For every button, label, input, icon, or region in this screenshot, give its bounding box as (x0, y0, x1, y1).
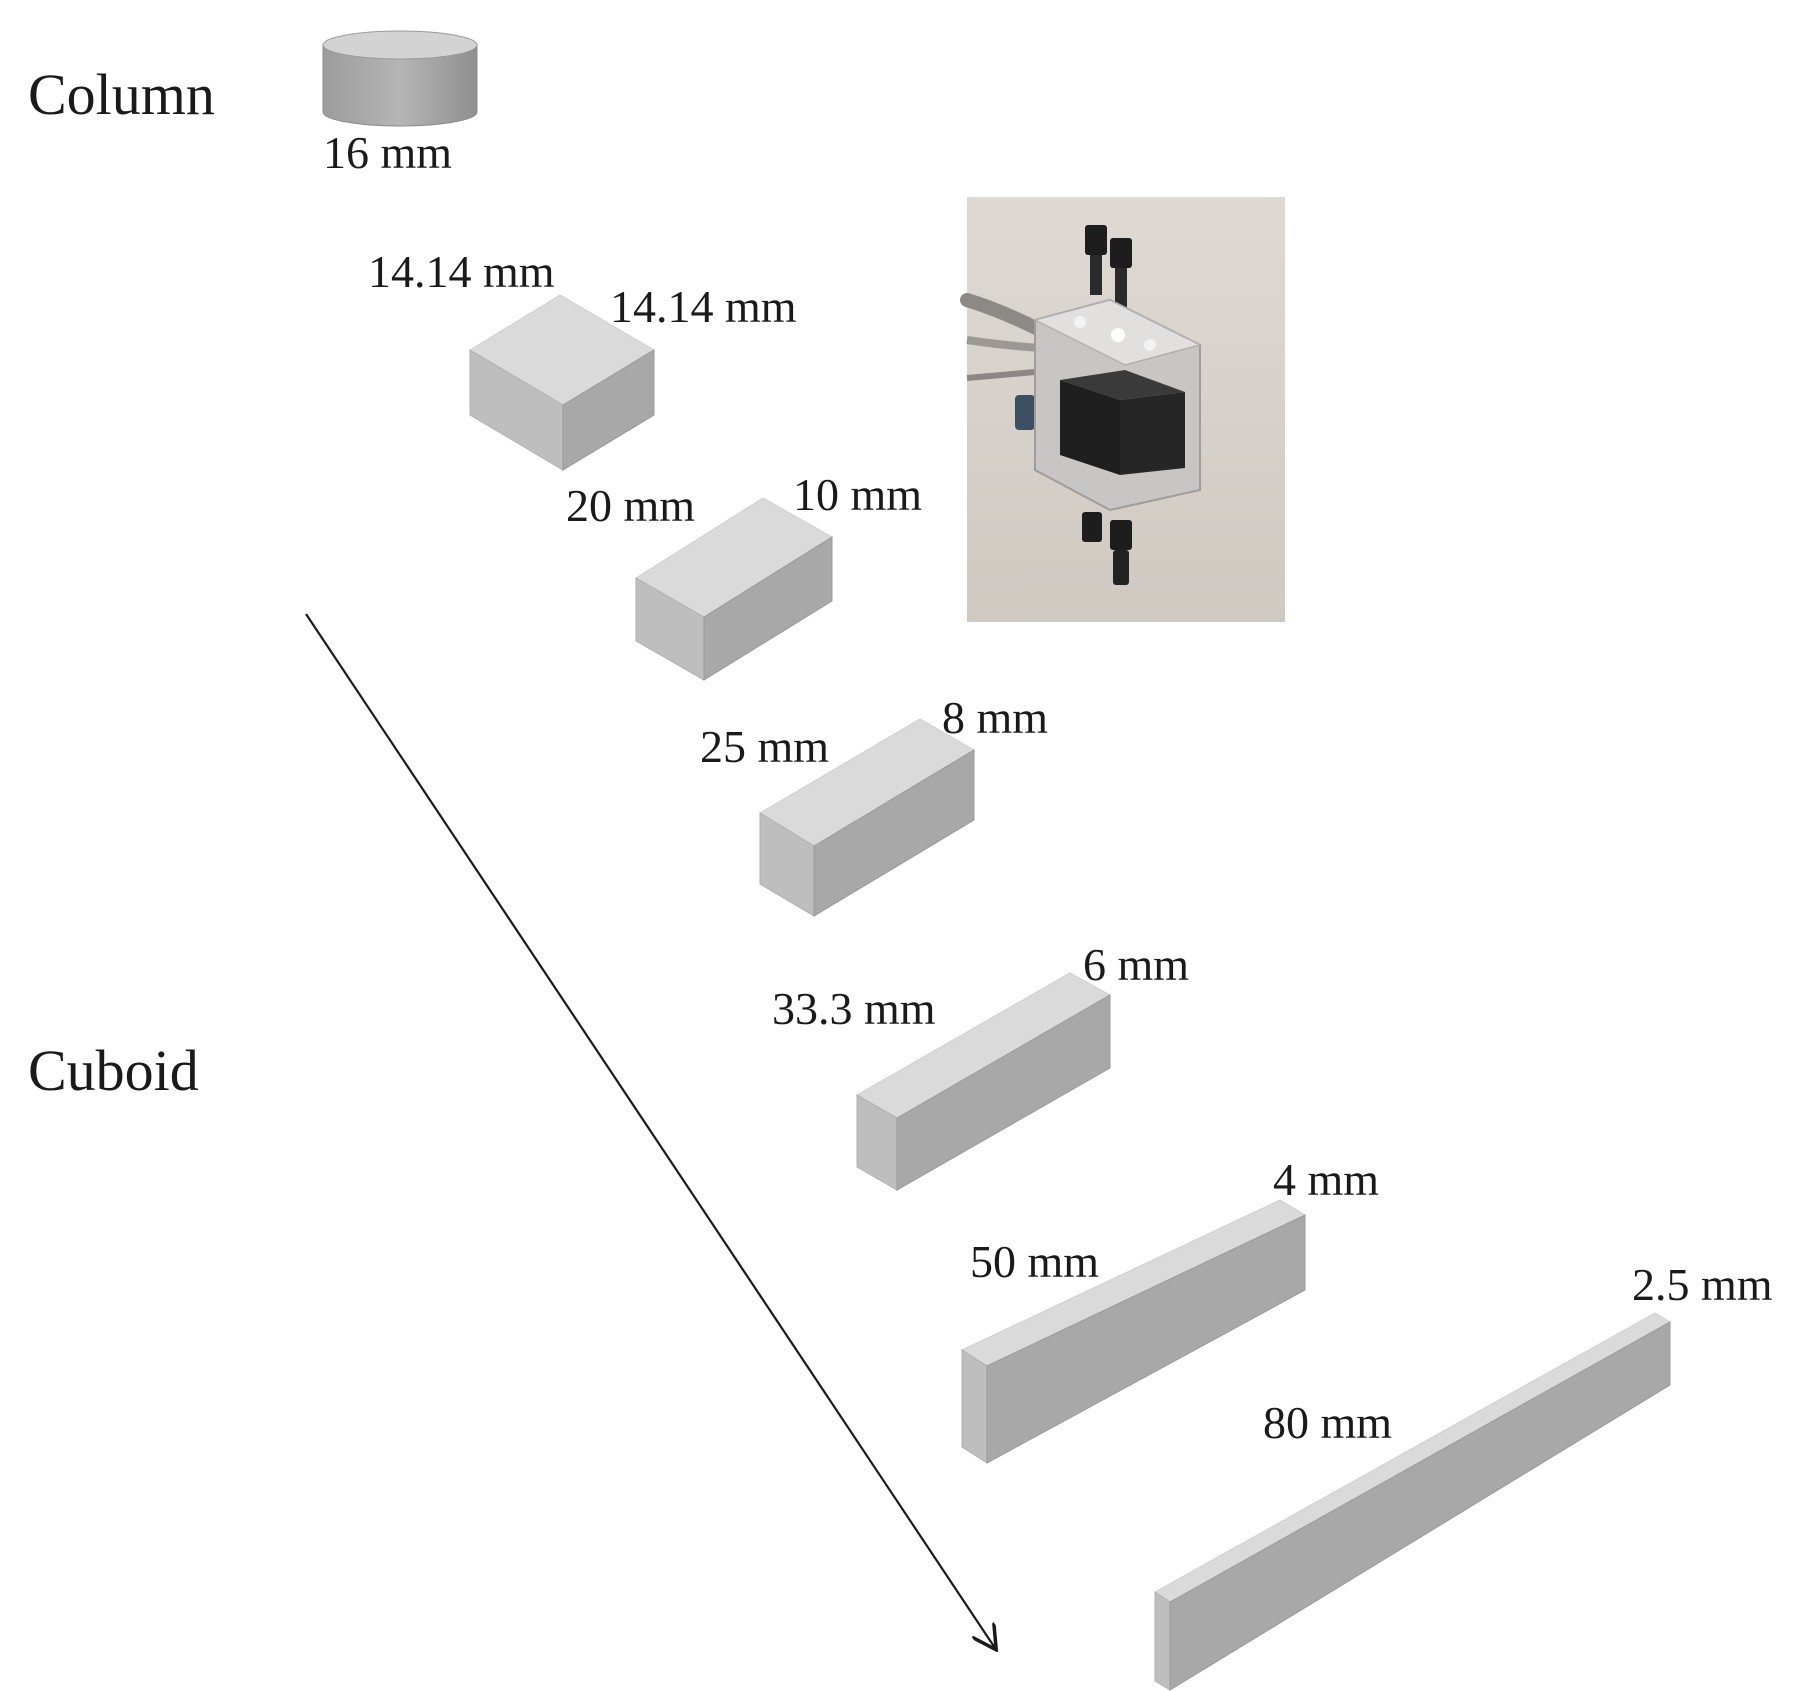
cuboid-sample-5 (960, 1199, 1307, 1464)
progression-arrow (305, 613, 995, 1648)
cuboid-4-width-label: 6 mm (1083, 939, 1189, 990)
cuboid-sample-4 (855, 972, 1112, 1191)
column-diameter-label: 16 mm (323, 127, 452, 178)
cuboid-label: Cuboid (28, 1038, 199, 1103)
cuboid-sample-2 (635, 497, 833, 681)
cuboid-6-width-label: 2.5 mm (1632, 1259, 1773, 1310)
cuboid-2-length-label: 20 mm (566, 480, 695, 531)
cuboid-6-length-label: 80 mm (1263, 1397, 1392, 1448)
column-sample (322, 30, 478, 127)
cuboid-2-width-label: 10 mm (793, 469, 922, 520)
cuboid-4-length-label: 33.3 mm (772, 983, 936, 1034)
cuboid-3-length-label: 25 mm (700, 721, 829, 772)
photo-image (960, 197, 1285, 622)
cuboid-5-length-label: 50 mm (970, 1236, 1099, 1287)
cuboid-sample-1 (469, 294, 655, 471)
cuboid-3-width-label: 8 mm (942, 692, 1048, 743)
cuboid-1-width-label: 14.14 mm (610, 281, 797, 332)
cuboid-1-length-label: 14.14 mm (368, 246, 555, 297)
cuboid-sample-6 (1154, 1312, 1671, 1691)
column-label: Column (28, 62, 215, 127)
cuboid-5-width-label: 4 mm (1273, 1154, 1379, 1205)
cuboid-sample-3 (759, 718, 975, 917)
